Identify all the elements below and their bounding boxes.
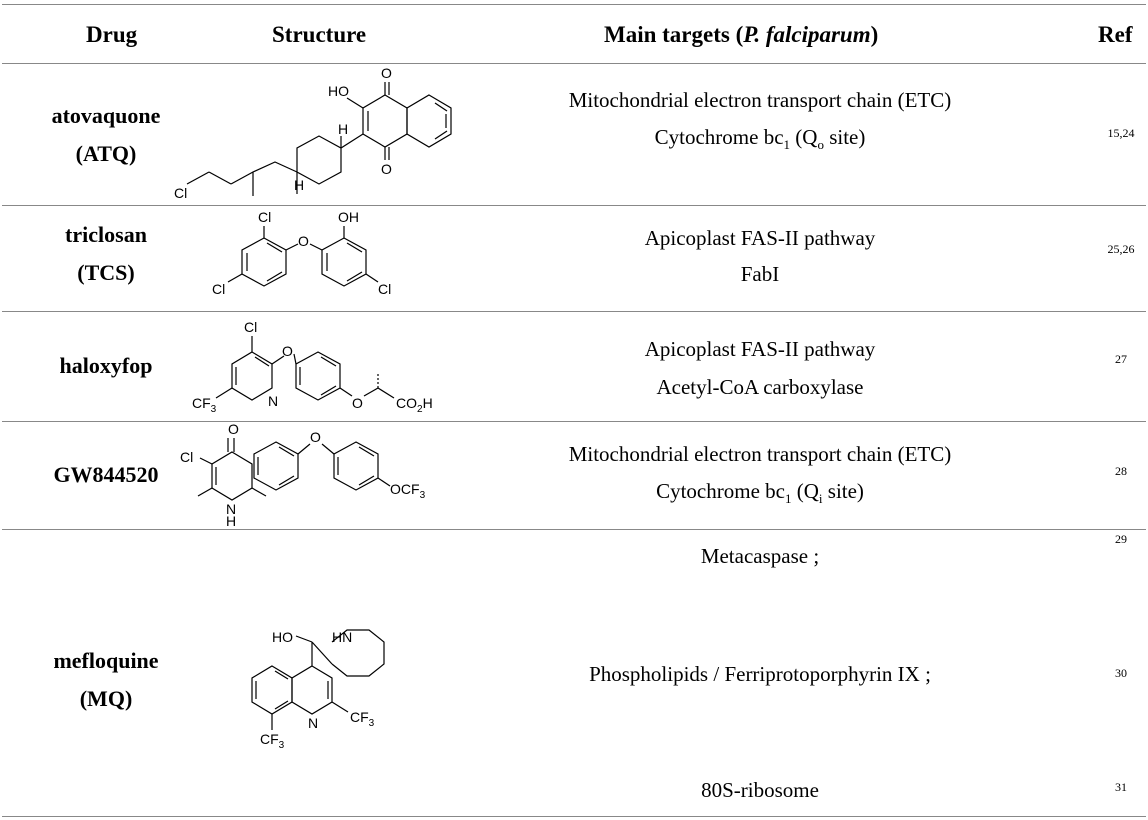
label-o-ether: O (310, 429, 321, 445)
label-h-bottom: H (294, 177, 304, 193)
structure-atovaquone: HO O O H H Cl (174, 65, 452, 201)
drug-name-haloxyfop: haloxyfop (6, 347, 206, 385)
site-sub: i (818, 491, 823, 507)
structure-haloxyfop: Cl CF3 N O O CO2H (192, 319, 433, 415)
table-top-rule (2, 4, 1146, 5)
drug-abbreviation: (ATQ) (75, 141, 137, 166)
table-bottom-rule (2, 816, 1146, 817)
label-h: H (226, 513, 236, 528)
target-mefloquine-1: Metacaspase ; (700, 544, 820, 568)
drug-name-atovaquone: atovaquone (ATQ) (6, 97, 206, 173)
target-line: Mitochondrial electron transport chain (… (568, 442, 952, 466)
structure-gw844520: O Cl O OCF3 N H (180, 422, 426, 528)
label-cl-right: Cl (378, 281, 391, 297)
drug-name-gw844520: GW844520 (6, 456, 206, 494)
drug-name-mefloquine: mefloquine (MQ) (6, 642, 206, 718)
target-line: Cytochrome bc1 (Qo site) (654, 125, 866, 153)
drug-abbreviation: (TCS) (77, 260, 135, 285)
site-sub: o (817, 137, 824, 153)
header-rule (2, 63, 1146, 64)
label-ho: HO (328, 83, 349, 99)
targets-gw844520: Mitochondrial electron transport chain (… (490, 436, 1030, 517)
target-mefloquine-3: 80S-ribosome (701, 778, 819, 802)
target-line: Apicoplast FAS-II pathway (644, 337, 876, 361)
structure-mefloquine: HN HO N CF3 CF3 (251, 629, 385, 751)
drug-name-triclosan: triclosan (TCS) (6, 216, 206, 292)
label-cl-left: Cl (212, 281, 225, 297)
label-o: O (298, 233, 309, 249)
drug-name: triclosan (65, 222, 147, 247)
label-co2h: CO2H (396, 395, 433, 415)
target-line: FabI (740, 262, 780, 286)
header-targets-post: ) (870, 22, 879, 47)
label-ho: HO (272, 629, 293, 645)
header-targets: Main targets (P. falciparum) (604, 22, 878, 48)
target-line: Cytochrome bc1 (Qi site) (656, 479, 864, 507)
drug-name: haloxyfop (59, 353, 153, 378)
drug-name: mefloquine (53, 648, 159, 673)
targets-haloxyfop: Apicoplast FAS-II pathway Acetyl-CoA car… (490, 330, 1030, 406)
label-n: N (268, 393, 278, 409)
sub-1: 1 (784, 491, 792, 507)
row-rule (2, 421, 1146, 422)
header-drug: Drug (86, 22, 138, 47)
drug-name: GW844520 (53, 462, 159, 487)
ref-mefloquine-2: 30 (1115, 666, 1127, 680)
header-structure: Structure (272, 22, 367, 47)
ref-mefloquine-1: 29 (1115, 532, 1127, 546)
label-o-bottom: O (381, 161, 392, 177)
target-line: Acetyl-CoA carboxylase (656, 375, 864, 399)
targets-atovaquone: Mitochondrial electron transport chain (… (490, 82, 1030, 163)
row-rule (2, 529, 1146, 530)
ref-gw844520: 28 (1115, 464, 1127, 478)
label-cf3-right: CF3 (350, 709, 375, 729)
ref-triclosan: 25,26 (1107, 242, 1135, 256)
ref-atovaquone: 15,24 (1107, 126, 1135, 140)
label-cl: Cl (174, 185, 187, 201)
target-mefloquine-2: Phospholipids / Ferriprotoporphyrin IX ; (589, 662, 931, 686)
targets-triclosan: Apicoplast FAS-II pathway FabI (490, 220, 1030, 292)
row-rule (2, 311, 1146, 312)
label-o-ether: O (282, 343, 293, 359)
label-cf3: CF3 (192, 395, 217, 415)
target-line: Mitochondrial electron transport chain (… (568, 88, 952, 112)
target-line: Apicoplast FAS-II pathway (644, 226, 876, 250)
label-o-ketone: O (228, 422, 239, 437)
label-n: N (308, 715, 318, 731)
label-cl: Cl (244, 319, 257, 335)
row-rule (2, 205, 1146, 206)
drug-abbreviation: (MQ) (79, 686, 133, 711)
label-n: N (226, 501, 236, 517)
ref-haloxyfop: 27 (1115, 352, 1127, 366)
structure-triclosan: Cl OH O Cl Cl (212, 209, 391, 297)
label-cl-top: Cl (258, 209, 271, 225)
label-cf3-bottom: CF3 (260, 731, 285, 751)
drug-name: atovaquone (51, 103, 161, 128)
header-targets-species: P. falciparum (743, 22, 871, 47)
label-o-top: O (381, 65, 392, 81)
label-ocf3: OCF3 (390, 481, 426, 501)
sub-1: 1 (783, 137, 791, 153)
header-targets-pre: Main targets ( (604, 22, 744, 47)
ref-mefloquine-3: 31 (1115, 780, 1127, 794)
header-ref: Ref (1098, 22, 1133, 47)
label-oh: OH (338, 209, 359, 225)
label-o-ether2: O (352, 395, 363, 411)
label-h-top: H (338, 121, 348, 137)
label-cl: Cl (180, 449, 193, 465)
label-hn: HN (332, 629, 352, 645)
